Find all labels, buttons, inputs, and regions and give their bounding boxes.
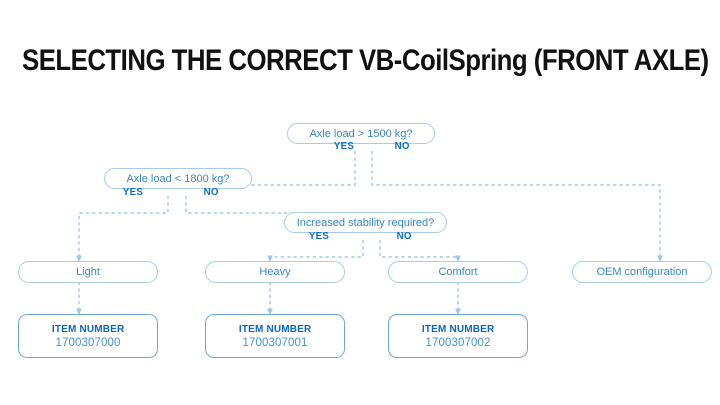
result-node-comfort[interactable]: Comfort (388, 261, 528, 283)
decision-node-axle-load-1500[interactable]: Axle load > 1500 kg? (287, 123, 435, 144)
result-node-light[interactable]: Light (18, 261, 158, 283)
wire-d1-no (371, 151, 663, 263)
item-number-title: ITEM NUMBER (51, 323, 125, 335)
result-node-heavy[interactable]: Heavy (205, 261, 345, 283)
result-label: Light (76, 266, 100, 278)
decision-node-increased-stability[interactable]: Increased stability required? (284, 212, 447, 233)
item-box-comfort[interactable]: ITEM NUMBER 1700307002 (388, 314, 528, 358)
item-box-heavy[interactable]: ITEM NUMBER 1700307001 (205, 314, 345, 358)
branch-label-d3-yes: YES (308, 230, 330, 242)
item-number-value: 1700307000 (55, 337, 121, 349)
decision-label: Axle load < 1800 kg? (126, 172, 230, 185)
branch-label-d3-no: NO (396, 230, 412, 242)
item-number-value: 1700307001 (242, 337, 308, 349)
result-label: Comfort (438, 266, 478, 278)
item-box-light[interactable]: ITEM NUMBER 1700307000 (18, 314, 158, 358)
item-number-title: ITEM NUMBER (238, 323, 312, 335)
result-label: OEM configuration (596, 266, 688, 278)
branch-label-d1-yes: YES (333, 140, 355, 152)
wire-d3-yes (267, 240, 364, 263)
decision-label: Increased stability required? (296, 216, 435, 229)
item-number-value: 1700307002 (425, 337, 491, 349)
wire-d2-yes (76, 196, 169, 263)
branch-label-d1-no: NO (394, 140, 410, 152)
branch-label-d2-no: NO (203, 186, 219, 198)
page-title: SELECTING THE CORRECT VB-CoilSpring (FRO… (22, 44, 709, 77)
branch-label-d2-yes: YES (122, 186, 144, 198)
wire-d3-no (379, 240, 461, 263)
decision-node-axle-load-1800[interactable]: Axle load < 1800 kg? (104, 168, 252, 189)
item-number-title: ITEM NUMBER (421, 323, 495, 335)
result-label: Heavy (259, 266, 291, 278)
decision-label: Axle load > 1500 kg? (309, 127, 413, 140)
result-node-oem-configuration[interactable]: OEM configuration (572, 261, 712, 283)
